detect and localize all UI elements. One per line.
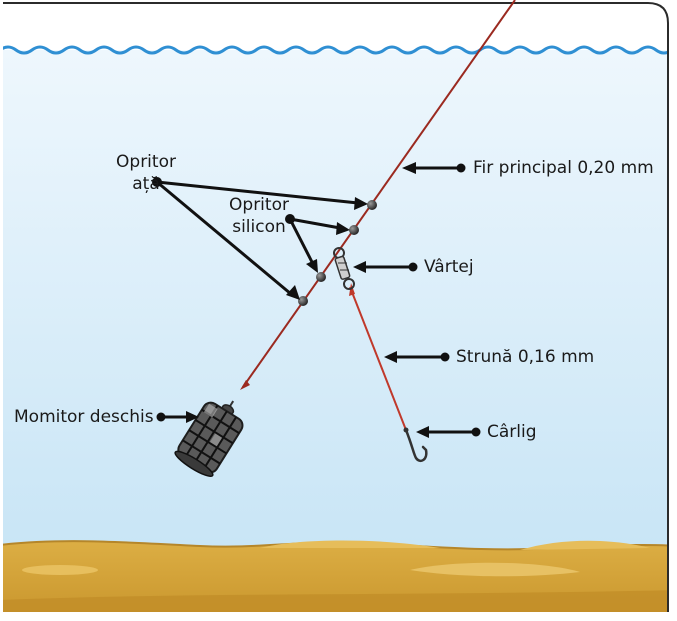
water-body: [3, 50, 668, 610]
main-line-label: Fir principal 0,20 mm: [473, 158, 654, 178]
swivel: [333, 247, 355, 290]
thread-stop-label: Opritor ață: [110, 151, 182, 195]
hook: [404, 428, 428, 462]
thread-stop-label-line1: Opritor: [116, 152, 176, 172]
main-line: [242, 0, 516, 388]
silicone-stop-bead-upper: [349, 225, 359, 235]
silicone-stop-label: Opritor silicon: [221, 194, 297, 238]
water-surface: [3, 45, 668, 55]
thread-stop-bead-lower: [298, 296, 308, 306]
open-feeder: [174, 400, 244, 477]
swivel-label: Vârtej: [424, 257, 474, 277]
feeder-label: Momitor deschis: [14, 407, 154, 427]
pointers: [152, 162, 481, 438]
main-line-arrowhead: [240, 380, 250, 390]
hooklink-line: [349, 286, 407, 431]
thread-stop-bead-upper: [367, 200, 377, 210]
silicone-stop-bead-lower: [316, 272, 326, 282]
hooklink-label: Strună 0,16 mm: [456, 347, 595, 367]
seabed: [3, 540, 668, 612]
silicone-stop-label-line2: silicon: [232, 217, 286, 237]
frame-border: [3, 2, 669, 612]
silicone-stop-label-line1: Opritor: [229, 195, 289, 215]
hooklink-arrowhead: [349, 283, 355, 296]
thread-stop-label-line2: ață: [132, 174, 160, 194]
hook-label: Cârlig: [487, 422, 537, 442]
